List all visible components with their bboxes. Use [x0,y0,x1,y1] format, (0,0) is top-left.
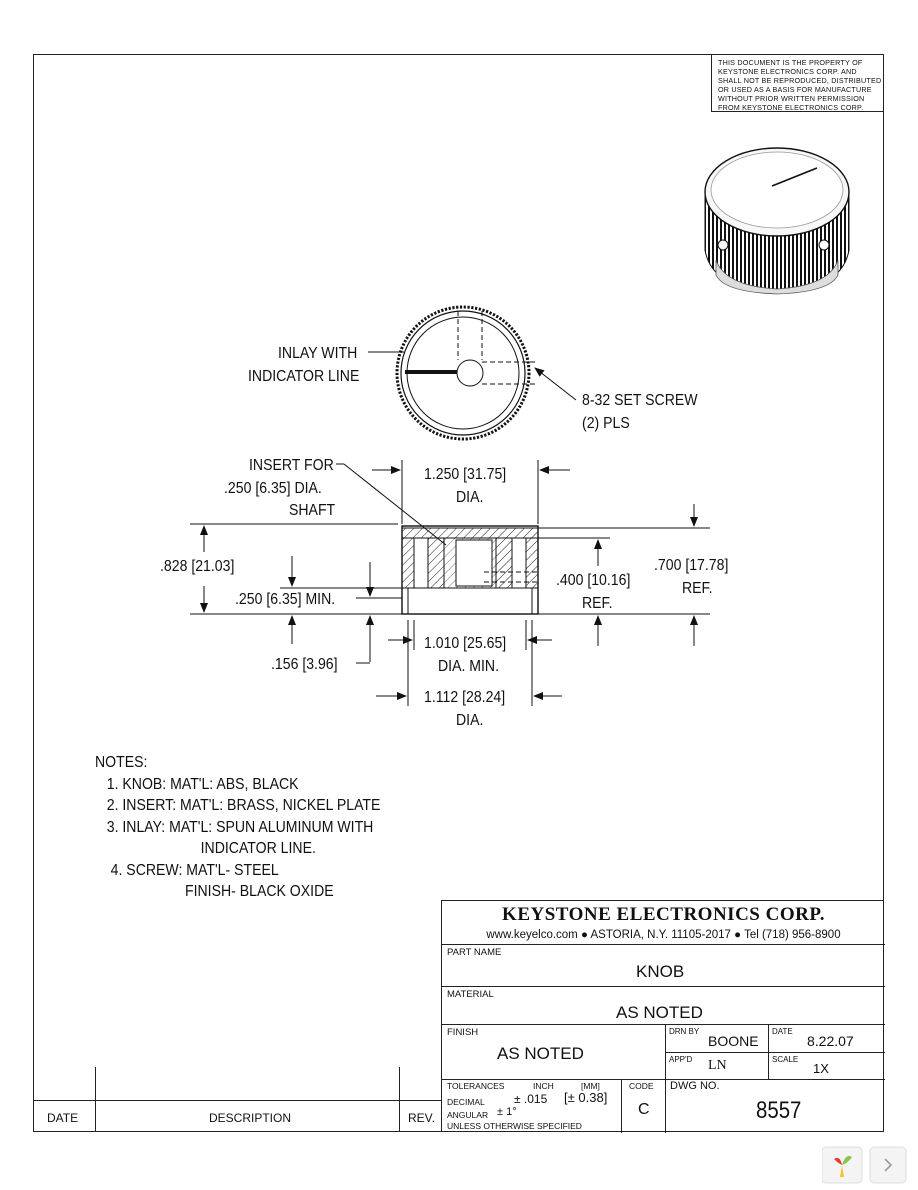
company-phone: Tel (718) 956-8900 [744,929,841,941]
decimal-label: DECIMAL [447,1097,485,1107]
scale-value: 1X [813,1061,829,1076]
viewer-nav-graphics [821,1146,907,1184]
notes-section: NOTES: 1. KNOB: MAT'L: ABS, BLACK 2. INS… [95,752,380,903]
ref-400-dim: REF. [582,595,613,612]
inch-label: INCH [533,1081,554,1091]
company-address: ASTORIA, N.Y. 11105-2017 [590,929,731,941]
top-diameter-dim: DIA. [456,489,484,506]
company-contact: www.keyelco.com ● ASTORIA, N.Y. 11105-20… [486,929,841,941]
set-screw-label: (2) PLS [582,415,630,432]
notice-line: KEYSTONE ELECTRONICS CORP. AND [718,67,857,76]
ref-700-dim: REF. [682,580,713,597]
ref-400-dim: .400 [10.16] [556,572,631,589]
height-dim: .828 [21.03] [160,558,235,575]
company-name: KEYSTONE ELECTRONICS CORP. [502,904,825,925]
tolerances-label: TOLERANCES [447,1081,505,1091]
scale-label: SCALE [772,1055,799,1064]
dim-156: .156 [3.96] [271,656,338,673]
chevron-right-icon[interactable] [869,1146,907,1184]
note-line: FINISH- BLACK OXIDE [95,883,334,900]
company-website: www.keyelco.com [486,929,578,941]
bottom-diameter-dim: DIA. [456,712,484,729]
part-name-value: KNOB [636,962,685,981]
date-label: DATE [772,1027,793,1036]
note-line: 2. INSERT: MAT'L: BRASS, NICKEL PLATE [95,797,381,814]
code-label: CODE [629,1081,654,1091]
note-line: 1. KNOB: MAT'L: ABS, BLACK [95,775,299,793]
notes-title: NOTES: [95,754,148,771]
material-value: AS NOTED [616,1003,703,1022]
insert-label: SHAFT [289,502,336,519]
inlay-label: INDICATOR LINE [248,368,360,385]
min-diameter-dim: 1.010 [25.65] [424,635,507,652]
approved-value: LN [708,1058,727,1073]
material-label: MATERIAL [447,989,494,1000]
revision-block: DATE DESCRIPTION REV. [33,1067,441,1132]
angular-value: ± 1° [497,1106,517,1118]
finish-value: AS NOTED [497,1044,584,1063]
drawing-number-label: DWG NO. [670,1080,720,1092]
decimal-inch-value: ± .015 [514,1092,548,1106]
set-screw-label: 8-32 SET SCREW [582,392,698,409]
proprietary-notice: THIS DOCUMENT IS THE PROPERTY OF KEYSTON… [711,54,884,112]
drawn-by-value: BOONE [708,1033,759,1049]
notice-line: WITHOUT PRIOR WRITTEN PERMISSION [718,94,865,103]
dimension-lines [190,460,710,706]
note-line: 3. INLAY: MAT'L: SPUN ALUMINUM WITH [95,818,374,836]
bottom-diameter-dim: 1.112 [28.24] [424,689,506,706]
part-name-label: PART NAME [447,947,502,958]
finish-label: FINISH [447,1027,479,1038]
knob-3d-render [704,147,850,295]
title-block: KEYSTONE ELECTRONICS CORP. www.keyelco.c… [441,900,885,1133]
notice-line: SHALL NOT BE REPRODUCED, DISTRIBUTED [718,76,882,85]
decimal-mm-text: ± 0.38 [567,1090,604,1105]
top-diameter-dim: 1.250 [31.75] [424,466,507,483]
note-line: INDICATOR LINE. [95,840,316,857]
insert-label: .250 [6.35] DIA. [224,480,322,497]
revision-description-label: DESCRIPTION [209,1111,292,1125]
inlay-label: INLAY WITH [278,345,358,362]
drawn-by-label: DRN BY [669,1027,700,1036]
keystone-logo-icon [821,1146,863,1184]
notice-line: OR USED AS A BASIS FOR MANUFACTURE [718,85,872,94]
min-diameter-dim: DIA. MIN. [438,658,500,675]
ref-700-dim: .700 [17.78] [654,557,729,574]
code-value: C [638,1101,650,1118]
decimal-mm-value: [± 0.38] [564,1090,608,1105]
date-value: 8.22.07 [807,1033,854,1049]
drawing-number-value: 8557 [756,1097,802,1124]
unless-specified-label: UNLESS OTHERWISE SPECIFIED [447,1121,582,1131]
revision-date-label: DATE [47,1111,79,1125]
knob-top-view [368,305,577,441]
min-depth-dim: .250 [6.35] MIN. [235,591,336,608]
knob-section-view [336,463,539,615]
note-line: 4. SCREW: MAT'L- STEEL [95,861,279,879]
approved-label: APP'D [669,1055,693,1064]
notice-line: FROM KEYSTONE ELECTRONICS CORP. [718,103,864,112]
insert-label: INSERT FOR [249,457,334,474]
angular-label: ANGULAR [447,1110,489,1120]
revision-rev-label: REV. [408,1111,435,1125]
notice-line: THIS DOCUMENT IS THE PROPERTY OF [718,58,863,67]
mm-label: [MM] [581,1081,600,1091]
viewer-navigation [821,1145,908,1185]
